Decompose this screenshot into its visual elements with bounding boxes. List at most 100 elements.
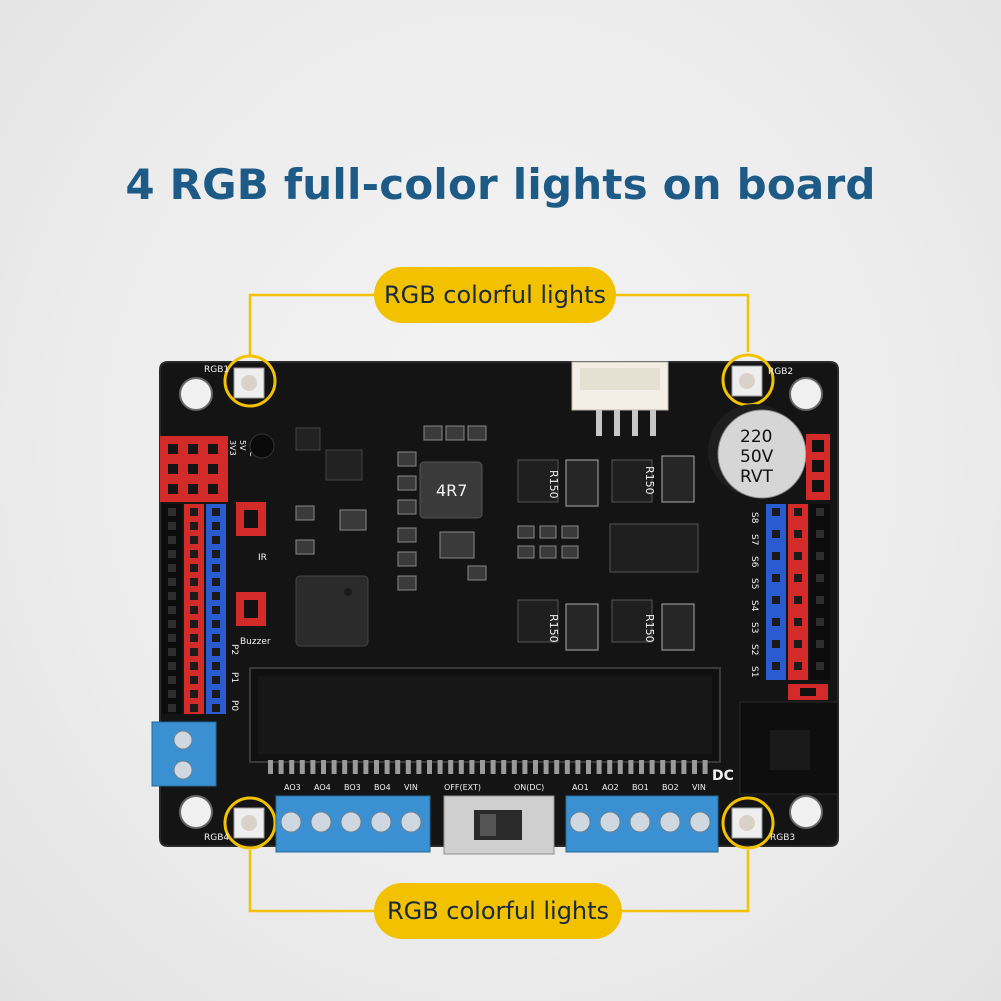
pin (190, 578, 198, 586)
left-terminal-labels: AO3 AO4 BO3 BO4 VIN (284, 783, 418, 792)
rgb-label-1: RGB1 (204, 365, 229, 375)
servo-power-header (806, 434, 830, 500)
shunt-resistors (565, 455, 695, 651)
callout-line-top-right (616, 293, 750, 352)
servo-labels: S8 S7 S6 S5 S4 S3 S2 S1 (749, 512, 759, 677)
pin (190, 620, 198, 628)
pin (794, 596, 802, 604)
pin (190, 676, 198, 684)
left-header-label-p2: P2 (229, 644, 239, 655)
pin (212, 704, 220, 712)
pin (168, 620, 176, 628)
pin (190, 690, 198, 698)
callout-line-bottom-right (622, 850, 750, 913)
ir-receiver (249, 427, 363, 481)
terminal-screw (310, 811, 332, 833)
pin (190, 592, 198, 600)
dc-label: DC (712, 768, 734, 784)
pin (168, 690, 176, 698)
edge-connector-slot (249, 667, 721, 774)
capacitor-line-1: 220 (740, 427, 772, 447)
pin (212, 564, 220, 572)
terminal-screw (400, 811, 422, 833)
ir-label: IR (258, 553, 267, 563)
pin (212, 620, 220, 628)
pin (533, 760, 538, 774)
terminal-screw (629, 811, 651, 833)
pin (168, 704, 176, 712)
pin (310, 760, 316, 774)
pin (511, 760, 517, 774)
pin (660, 760, 666, 774)
pin (212, 592, 220, 600)
callout-lines (248, 293, 750, 913)
pin (342, 760, 348, 774)
pin (427, 760, 432, 774)
pin (816, 640, 824, 648)
pin (501, 760, 507, 774)
callout-line-top-left (248, 293, 374, 355)
pin (437, 760, 443, 774)
pin (212, 690, 220, 698)
servo-label-s2: S2 (749, 644, 759, 655)
callout-line-bottom-left (248, 850, 374, 913)
pin (772, 552, 780, 560)
left-power-header (160, 436, 228, 502)
terminal-label-ao2: AO2 (602, 783, 619, 792)
pin (190, 550, 198, 558)
pin (190, 704, 198, 712)
servo-label-s4: S4 (749, 600, 759, 612)
left-motor-terminals (275, 795, 431, 853)
pin (190, 662, 198, 670)
led-highlight-circles (223, 353, 775, 850)
pin (554, 760, 560, 774)
pin (212, 522, 220, 530)
terminal-label-ao1: AO1 (572, 783, 589, 792)
terminal-label-vin-left: VIN (404, 783, 418, 792)
pin (363, 760, 369, 774)
pin (212, 648, 220, 656)
pin (575, 760, 581, 774)
buzzer (295, 575, 369, 647)
inductor-label: 4R7 (436, 481, 467, 500)
pin (168, 592, 176, 600)
pin (168, 676, 176, 684)
pin (374, 760, 379, 774)
pin (212, 676, 220, 684)
pin (268, 760, 273, 774)
pin (352, 760, 358, 774)
pin (586, 760, 591, 774)
pin (331, 760, 337, 774)
pin (190, 508, 198, 516)
headline: 4 RGB full-color lights on board (125, 160, 876, 209)
rgb-led-1 (233, 367, 265, 399)
pin (190, 634, 198, 642)
terminal-screw (689, 811, 711, 833)
pin (628, 760, 634, 774)
pin (168, 522, 176, 530)
pin (596, 760, 602, 774)
pin (490, 760, 496, 774)
power-inductor: 4R7 (419, 461, 483, 519)
pin (794, 662, 802, 670)
pin (816, 552, 824, 560)
rgb-led-2 (731, 365, 763, 397)
pin (299, 760, 305, 774)
terminal-screw (340, 811, 362, 833)
switch-label-on: ON(DC) (514, 783, 544, 792)
pin (670, 760, 676, 774)
power-label-5v: 5V (238, 440, 247, 451)
pin (564, 760, 570, 774)
pin (794, 552, 802, 560)
pin (772, 530, 780, 538)
pin (321, 760, 326, 774)
pin (469, 760, 475, 774)
pin (212, 606, 220, 614)
pin (772, 574, 780, 582)
servo-headers (766, 504, 830, 680)
servo-label-s8: S8 (749, 512, 759, 524)
buzzer-label: Buzzer (240, 637, 271, 647)
pin (212, 578, 220, 586)
pin (278, 760, 284, 774)
pin (480, 760, 485, 774)
